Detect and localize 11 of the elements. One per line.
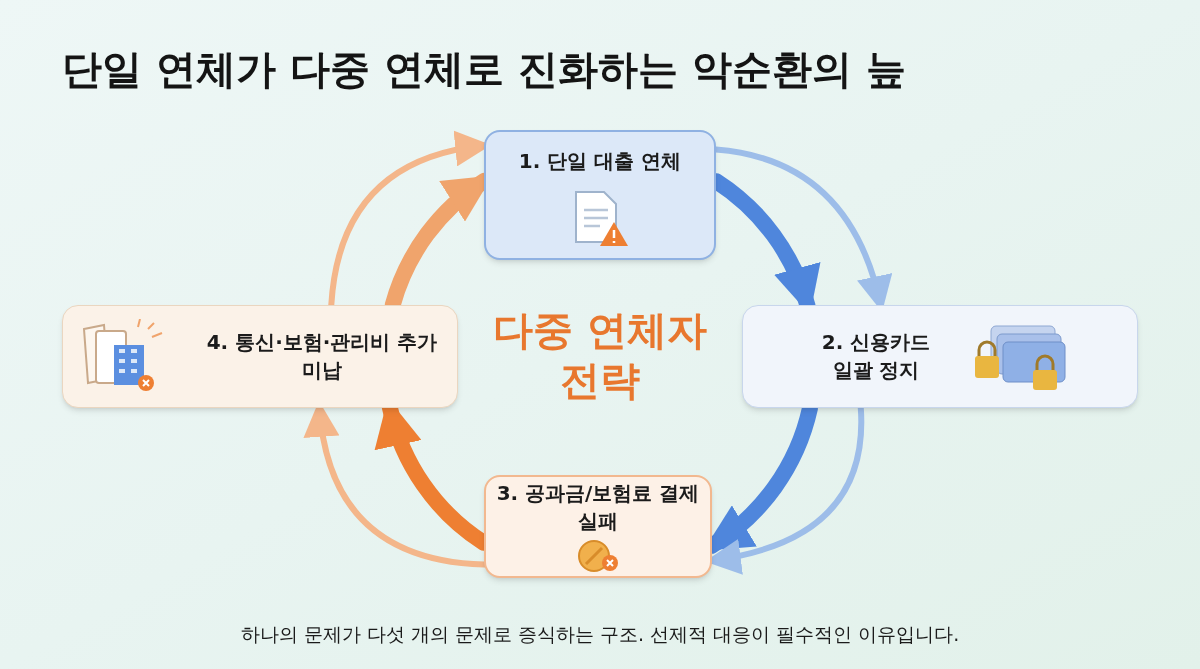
step-card bbox=[62, 305, 458, 408]
step-label: 2. 신용카드 일괄 정지 bbox=[820, 329, 932, 384]
step-card bbox=[484, 130, 716, 260]
step-label: 3. 공과금/보험료 결제 실패 bbox=[495, 480, 701, 535]
step-card bbox=[484, 475, 712, 578]
caption: 하나의 문제가 다섯 개의 문제로 증식하는 구조. 선제적 대응이 필수적인 이유입니다. bbox=[239, 622, 961, 647]
step-label: 4. 통신·보험·관리비 추가 미납 bbox=[205, 329, 439, 384]
step-card bbox=[742, 305, 1138, 408]
step-label: 1. 단일 대출 연체 bbox=[518, 148, 682, 175]
title: 단일 연체가 다중 연체로 진화하는 악순환의 늪 bbox=[62, 45, 906, 94]
center-label: 다중 연체자 전략 bbox=[492, 306, 708, 405]
